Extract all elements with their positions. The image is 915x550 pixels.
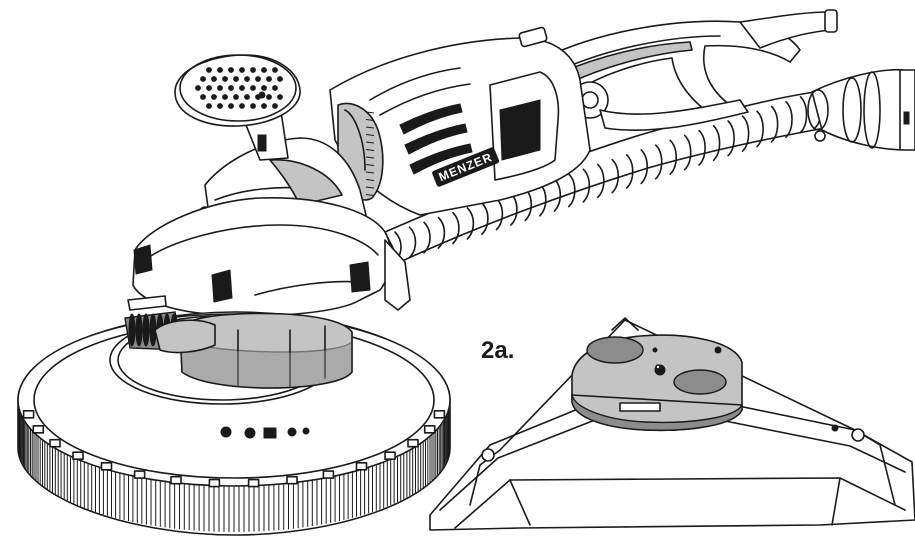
brush-bristles [17,405,451,532]
led-dome-holes [195,67,283,109]
motor-housing: MENZER [329,26,591,216]
plate-symbols [220,426,310,439]
plate-rim-tabs [22,409,446,488]
speed-dial-ticks [365,111,375,196]
sanding-head [174,54,371,252]
head-collar [132,197,411,317]
rear-handle [539,9,838,131]
figure-label: 2a. [481,337,515,364]
plate-hub [124,295,353,389]
extraction-hose [384,68,915,263]
triangle-attachment [429,317,915,531]
